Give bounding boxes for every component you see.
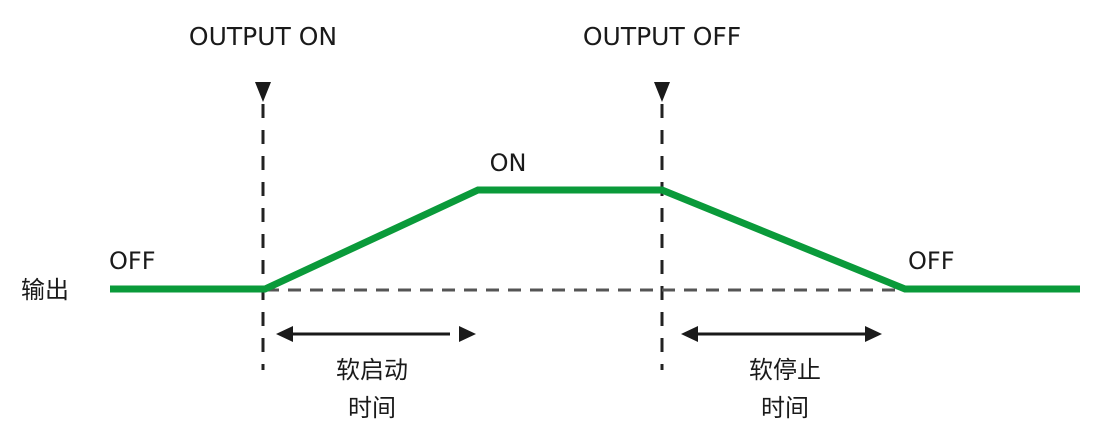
output-on-label: OUTPUT ON (189, 22, 337, 51)
soft-start-caption-line1: 软启动 (336, 356, 408, 384)
soft-start-span-arrow (276, 326, 476, 342)
state-on-label: ON (490, 149, 527, 177)
soft-stop-span-arrow (681, 326, 882, 342)
soft-stop-caption-line2: 时间 (761, 394, 809, 422)
output-axis-label: 输出 (21, 276, 69, 304)
state-off-right-label: OFF (908, 247, 955, 275)
output-on-marker-icon (255, 82, 271, 102)
output-off-label: OUTPUT OFF (583, 22, 741, 51)
output-off-marker-icon (654, 82, 670, 102)
state-off-left-label: OFF (109, 247, 156, 275)
soft-stop-caption-line1: 软停止 (749, 356, 821, 384)
soft-start-caption-line2: 时间 (348, 394, 396, 422)
output-signal-trace (110, 186, 1080, 293)
